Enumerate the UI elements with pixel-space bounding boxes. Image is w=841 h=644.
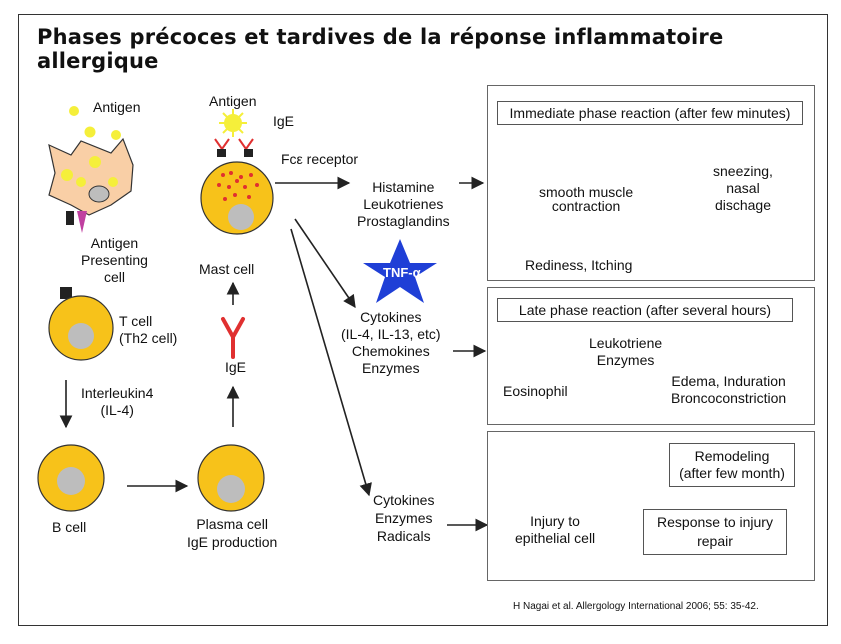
plasma-cell [197, 444, 265, 512]
apc-label: Antigen Presenting cell [81, 235, 148, 285]
sneezing-label: sneezing, nasal dischage [713, 163, 773, 213]
antigen-presenting-cell [48, 137, 134, 233]
slide-title: Phases précoces et tardives de la répons… [37, 25, 724, 73]
arrow-mast-to-cytokines [294, 218, 356, 309]
leukotriene-enzymes-label: Leukotriene Enzymes [589, 335, 663, 368]
remodeling-label: Remodeling (after few month) [669, 443, 795, 487]
injury-label: Injury to epithelial cell [515, 513, 596, 546]
antigen-label: Antigen [93, 99, 141, 115]
mediators-group3: Cytokines Enzymes Radicals [373, 492, 435, 544]
tnf-star [363, 239, 437, 303]
mast-ige-label: IgE [273, 113, 295, 129]
plasma-cell-label: Plasma cell IgE production [187, 516, 278, 550]
edema-label: Edema, Induration Broncoconstriction [671, 373, 787, 406]
b-cell [37, 444, 105, 512]
antigen-particles [69, 106, 121, 140]
eosinophil-label: Eosinophil [503, 383, 568, 399]
response-to-injury-label: Response to injury repair [643, 509, 787, 555]
mediators-group2: Cytokines (IL-4, IL-13, etc) Chemokines … [341, 309, 441, 376]
t-cell [48, 287, 114, 361]
mast-cell [200, 109, 274, 235]
slide-frame: Phases précoces et tardives de la répons… [18, 14, 828, 626]
t-cell-label: T cell (Th2 cell) [119, 313, 178, 346]
ige-antibody [221, 317, 245, 359]
rediness-label: Rediness, Itching [525, 257, 633, 273]
ige-label: IgE [225, 359, 247, 375]
fce-receptor-label: Fcε receptor [281, 151, 359, 167]
smooth-muscle-label: smooth muscle contraction [539, 184, 634, 214]
b-cell-label: B cell [52, 519, 87, 535]
tnf-label: TNF-α [383, 265, 421, 280]
mediators-group1: Histamine Leukotrienes Prostaglandins [357, 179, 450, 229]
mast-antigen-label: Antigen [209, 93, 257, 109]
mast-cell-label: Mast cell [199, 261, 255, 277]
citation: H Nagai et al. Allergology International… [513, 601, 759, 612]
interleukin-label: Interleukin4 (IL-4) [81, 385, 154, 418]
arrow-mast-to-radicals [290, 228, 372, 497]
late-phase-header: Late phase reaction (after several hours… [497, 298, 793, 322]
immediate-phase-header: Immediate phase reaction (after few minu… [497, 101, 803, 125]
